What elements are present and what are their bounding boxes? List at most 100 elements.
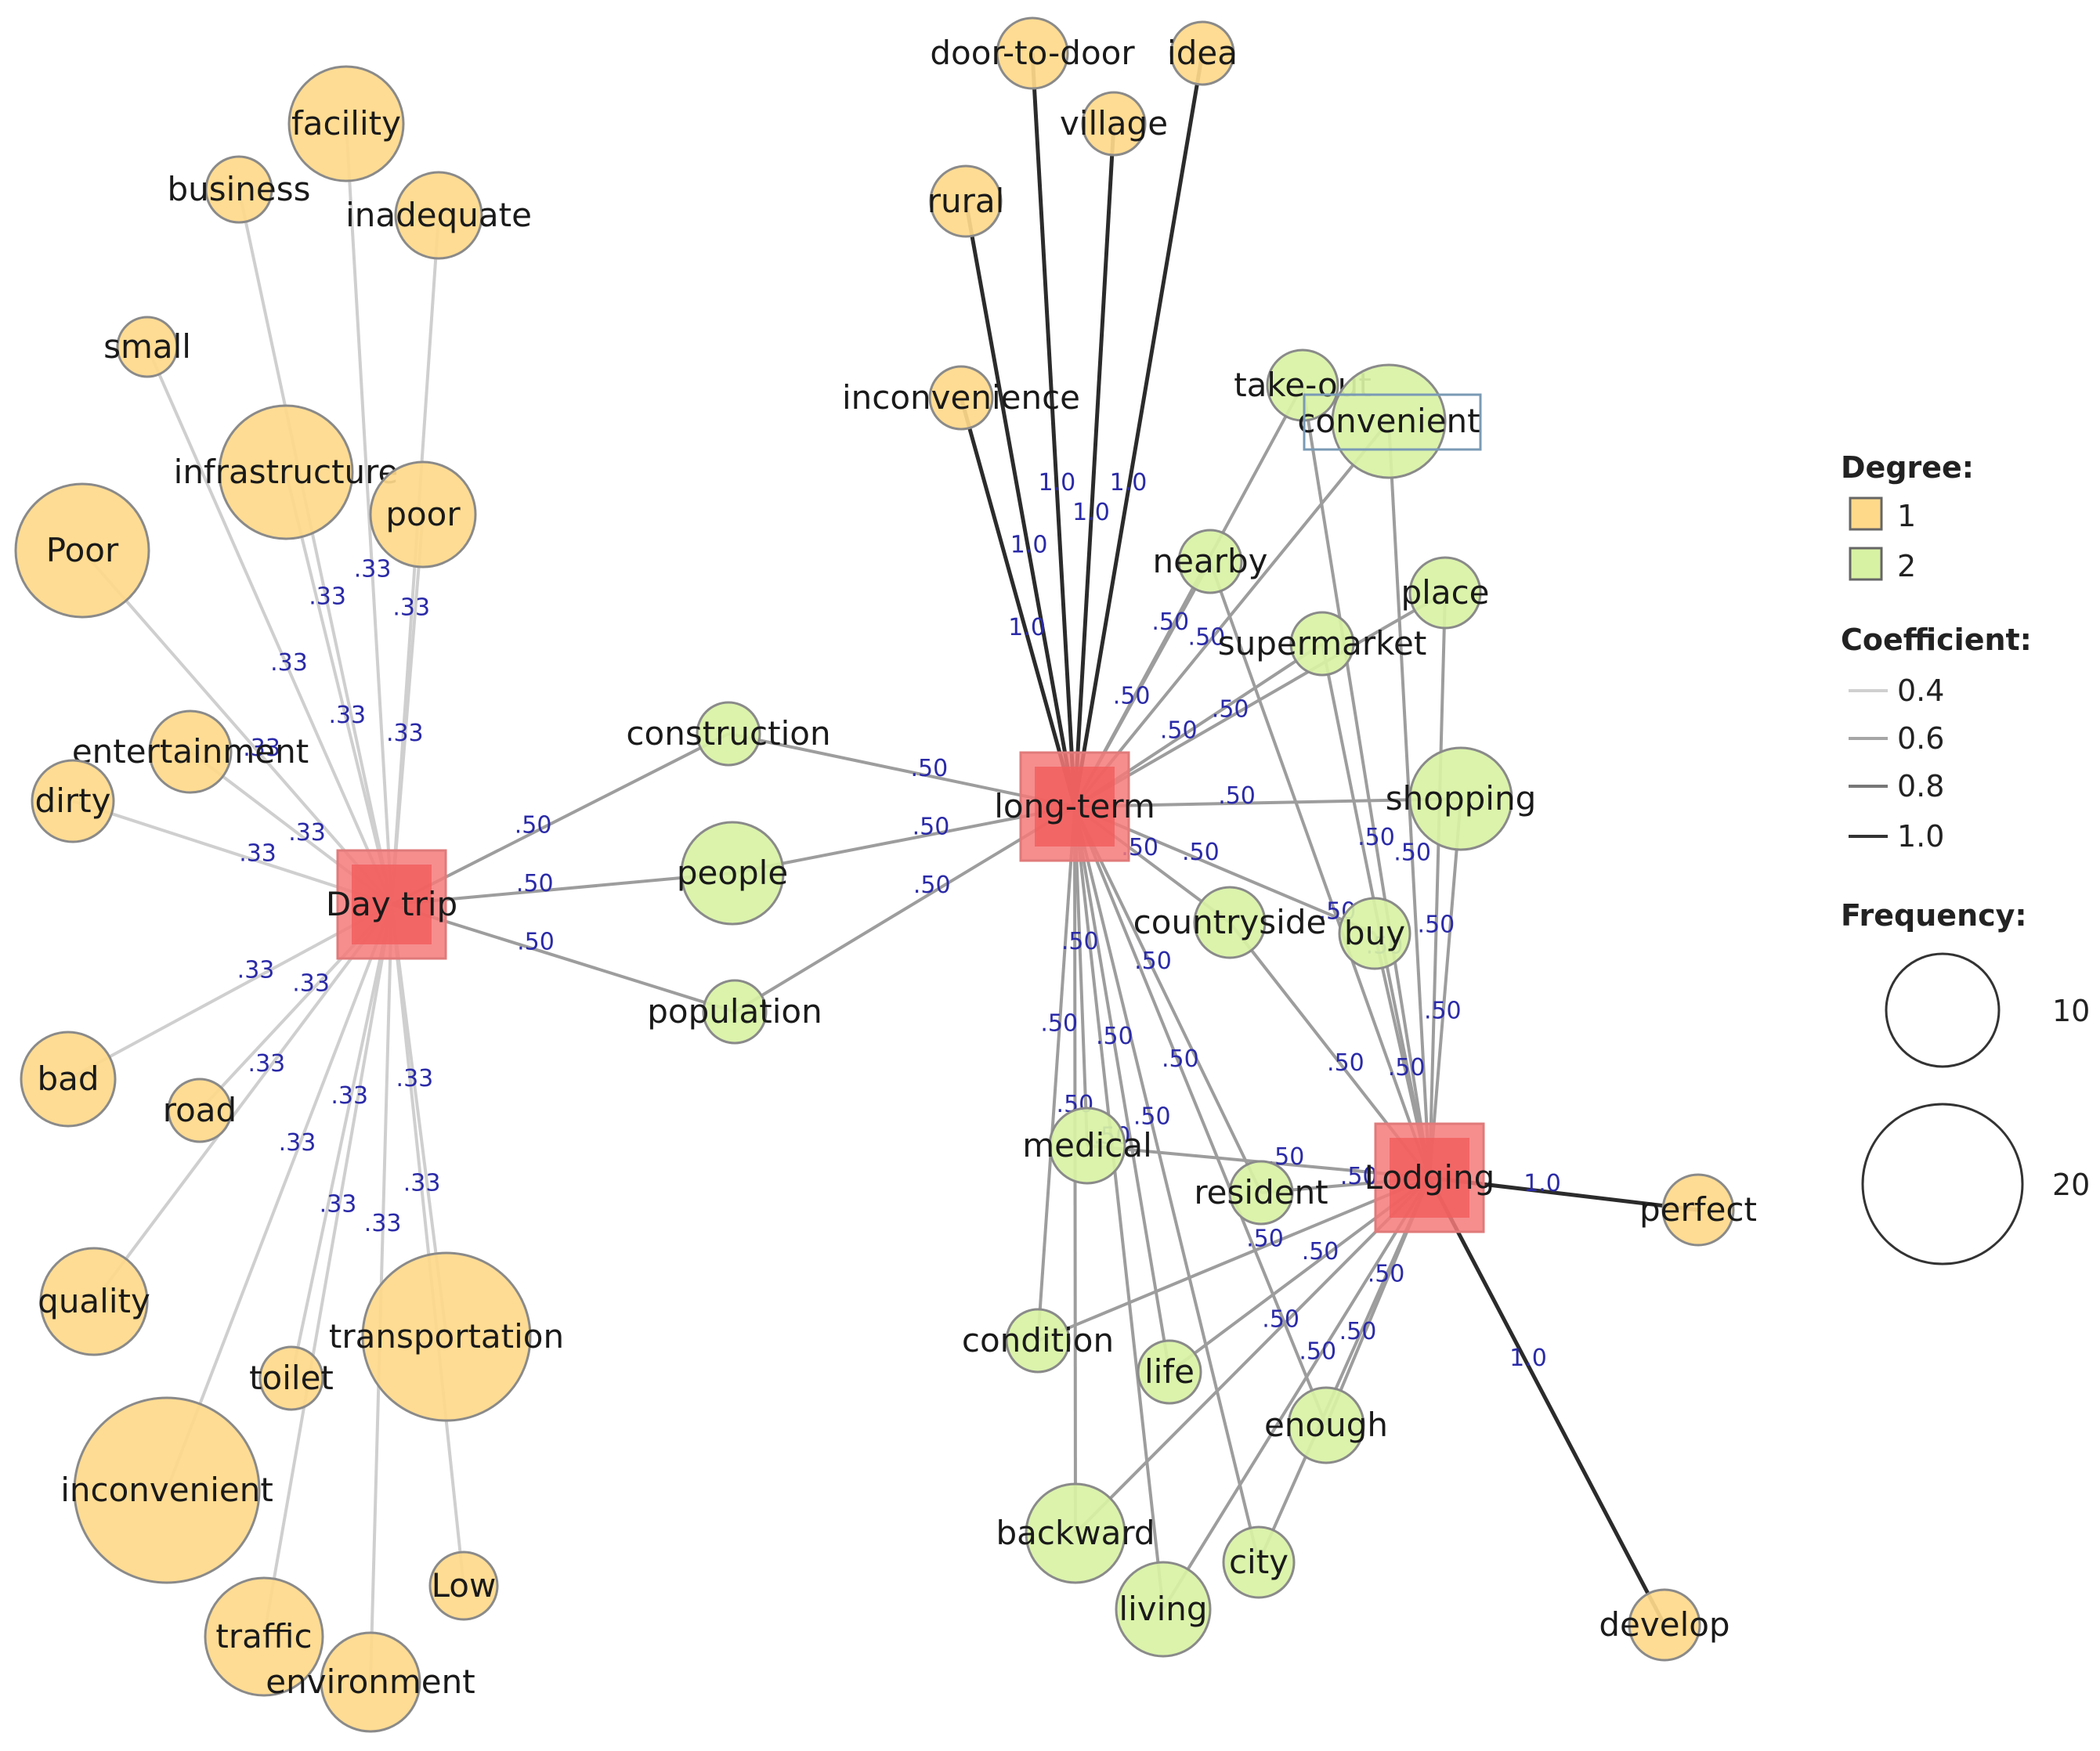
node-facility[interactable]: facility — [287, 65, 405, 182]
edge-lodging-condition — [1037, 1176, 1430, 1342]
node-nearby[interactable]: nearby — [1153, 529, 1268, 594]
node-Low[interactable]: Low — [428, 1551, 499, 1621]
hub-longterm[interactable]: long-term — [994, 751, 1155, 862]
node-construction[interactable]: construction — [626, 701, 831, 767]
edge-coef-label: .50 — [1151, 608, 1189, 636]
node-enough[interactable]: enough — [1264, 1386, 1388, 1464]
edge-daytrip-toilet — [290, 904, 393, 1379]
node-population[interactable]: population — [647, 979, 822, 1045]
node-shopping[interactable]: shopping — [1386, 746, 1536, 851]
node-circle — [1408, 556, 1482, 630]
node-label: Low — [432, 1566, 497, 1605]
node-Poor[interactable]: Poor — [14, 482, 150, 619]
node-bad[interactable]: bad — [20, 1031, 117, 1128]
node-buy[interactable]: buy — [1338, 897, 1411, 970]
node-circle — [1408, 746, 1513, 851]
node-label: village — [1060, 104, 1168, 143]
node-environment[interactable]: environment — [266, 1631, 475, 1733]
edge-coef-label: 1.0 — [1110, 469, 1148, 496]
edge-longterm-village — [1072, 123, 1116, 807]
hub-daytrip[interactable]: Day trip — [326, 849, 457, 960]
edge-longterm-population — [733, 805, 1076, 1013]
node-toilet[interactable]: toilet — [249, 1345, 334, 1411]
node-life[interactable]: life — [1137, 1339, 1202, 1405]
node-develop[interactable]: develop — [1599, 1588, 1730, 1662]
edge-daytrip-small — [146, 346, 393, 905]
legend-coef-04-label: 0.4 — [1897, 673, 1944, 708]
node-inconvenience[interactable]: inconvenience — [842, 365, 1080, 431]
node-medical[interactable]: medical — [1022, 1107, 1152, 1185]
node-rural[interactable]: rural — [927, 164, 1005, 238]
legend-freq-20-label: 20 — [2052, 1168, 2090, 1202]
edge-lodging-takeout — [1301, 384, 1431, 1179]
node-road[interactable]: road — [163, 1078, 237, 1143]
node-circle — [1025, 1482, 1126, 1584]
node-label: toilet — [249, 1359, 334, 1397]
node-label: dirty — [35, 782, 111, 820]
node-circle — [73, 1396, 261, 1584]
node-transportation[interactable]: transportation — [329, 1251, 564, 1422]
node-village[interactable]: village — [1060, 91, 1168, 157]
node-traffic[interactable]: traffic — [204, 1576, 324, 1697]
edge-daytrip-business — [237, 189, 393, 905]
edge-coef-label: .50 — [1299, 1338, 1336, 1365]
edge-longterm-rural — [963, 200, 1077, 807]
node-label: living — [1119, 1590, 1207, 1628]
hub-lodging[interactable]: Lodging — [1364, 1122, 1495, 1233]
edge-coef-label: .50 — [1134, 948, 1172, 975]
edge-lodging-city — [1257, 1177, 1431, 1563]
node-city[interactable]: city — [1222, 1525, 1296, 1599]
node-circle — [928, 365, 994, 431]
node-living[interactable]: living — [1115, 1561, 1212, 1658]
node-inconvenient[interactable]: inconvenient — [60, 1396, 273, 1584]
node-circle — [258, 1345, 324, 1411]
edge-lodging-develop — [1427, 1176, 1667, 1626]
node-label: quality — [38, 1282, 150, 1320]
node-supermarket[interactable]: supermarket — [1218, 611, 1427, 677]
node-resident[interactable]: resident — [1194, 1160, 1328, 1226]
node-business[interactable]: business — [167, 155, 311, 224]
edge-daytrip-Low — [390, 904, 465, 1587]
node-idea[interactable]: idea — [1167, 20, 1238, 86]
node-perfect[interactable]: perfect — [1639, 1173, 1757, 1247]
edge-lodging-nearby — [1209, 561, 1431, 1179]
node-entertainment[interactable]: entertainment — [72, 709, 309, 794]
edge-daytrip-poor_lc — [390, 514, 425, 905]
edge-lodging-place — [1428, 592, 1447, 1179]
edge-coef-label: .33 — [354, 555, 392, 583]
node-infrastructure[interactable]: infrastructure — [174, 404, 399, 540]
edge-coef-label: .50 — [1188, 623, 1226, 651]
node-circle — [1169, 20, 1235, 86]
legend-coef-10-label: 1.0 — [1897, 819, 1944, 854]
edge-lodging-backward — [1074, 1176, 1431, 1535]
edge-coef-label: .33 — [270, 649, 308, 677]
edge-coef-label: .33 — [292, 969, 330, 997]
node-backward[interactable]: backward — [996, 1482, 1155, 1584]
edge-longterm-medical — [1073, 806, 1089, 1146]
node-label: bad — [37, 1060, 99, 1098]
edge-longterm-doortodoor — [1030, 52, 1077, 807]
node-label: facility — [291, 104, 401, 143]
node-doortodoor[interactable]: door-to-door — [930, 16, 1135, 90]
node-label: inconvenience — [842, 378, 1080, 417]
node-label: convenient — [1297, 402, 1480, 440]
node-people[interactable]: people — [677, 821, 788, 926]
node-poor_lc[interactable]: poor — [369, 460, 477, 569]
node-condition[interactable]: condition — [962, 1308, 1114, 1374]
node-dirty[interactable]: dirty — [31, 759, 115, 843]
node-countryside[interactable]: countryside — [1133, 886, 1327, 959]
node-circle — [287, 65, 405, 182]
node-label: small — [103, 327, 191, 366]
node-takeout[interactable]: take-out — [1234, 348, 1372, 422]
node-place[interactable]: place — [1401, 556, 1490, 630]
legend-degree-2-label: 2 — [1897, 549, 1916, 583]
node-circle — [1287, 1386, 1365, 1464]
edge-longterm-convenient — [1073, 420, 1390, 808]
node-quality[interactable]: quality — [38, 1247, 150, 1356]
node-small[interactable]: small — [103, 316, 191, 378]
edge-coef-label: .50 — [517, 929, 555, 956]
node-circle — [680, 821, 785, 926]
node-inadequate[interactable]: inadequate — [345, 171, 532, 260]
node-label: resident — [1194, 1173, 1328, 1211]
